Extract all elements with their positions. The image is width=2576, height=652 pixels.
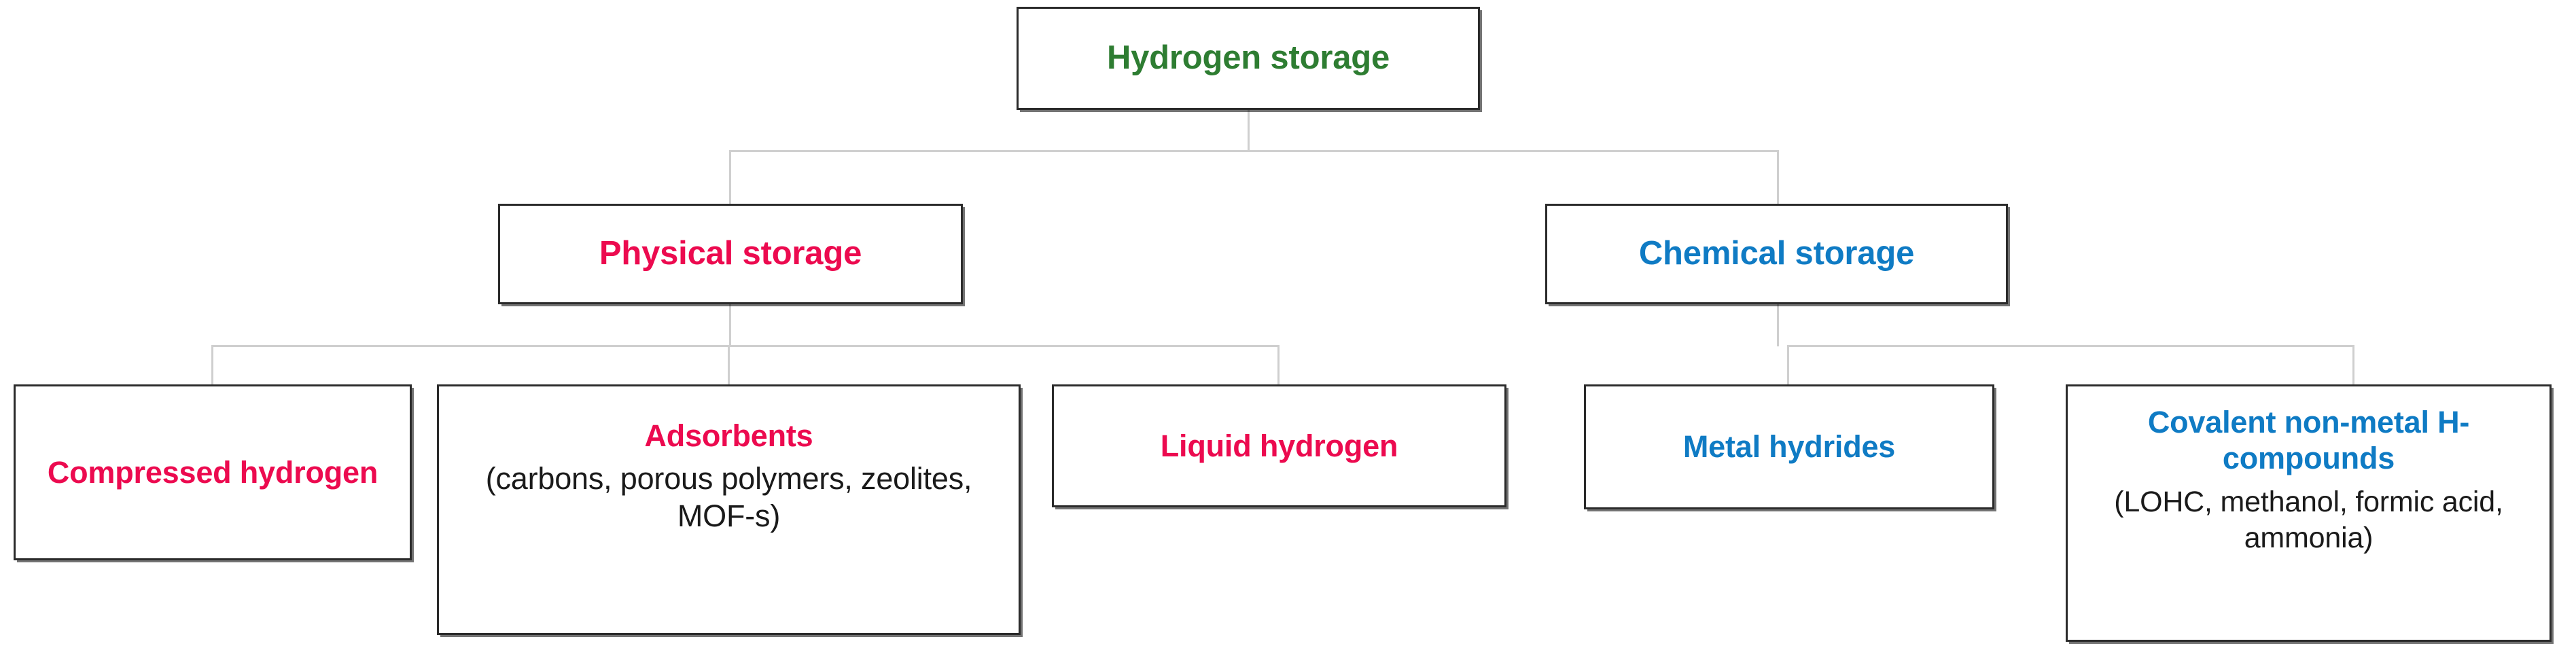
node-adsorbents-label: Adsorbents <box>644 418 813 453</box>
connector-chemical-bus <box>1787 345 2354 347</box>
node-metal-hydrides-label: Metal hydrides <box>1682 429 1896 465</box>
node-physical-storage[interactable]: Physical storage <box>498 204 963 304</box>
node-liquid-hydrogen-label: Liquid hydrogen <box>1160 428 1398 463</box>
node-liquid-hydrogen[interactable]: Liquid hydrogen <box>1052 384 1506 507</box>
node-covalent-non-metal-h-compounds-sublabel: (LOHC, methanol, formic acid, ammonia) <box>2114 486 2503 554</box>
connector-root-stem <box>1248 110 1250 151</box>
node-adsorbents-sublabel: (carbons, porous polymers, zeolites, MOF… <box>485 461 972 533</box>
connector-physical-stem <box>729 304 731 346</box>
connector-to-compressed <box>211 345 213 386</box>
connector-to-covalent <box>2352 345 2354 386</box>
connector-chemical-stem <box>1777 304 1779 346</box>
node-physical-storage-label: Physical storage <box>599 235 862 272</box>
connector-level2-bus <box>729 150 1779 152</box>
node-chemical-storage-label: Chemical storage <box>1638 235 1915 272</box>
node-chemical-storage[interactable]: Chemical storage <box>1545 204 2008 304</box>
connector-to-physical <box>729 150 731 205</box>
node-hydrogen-storage[interactable]: Hydrogen storage <box>1017 7 1480 110</box>
connector-physical-bus <box>211 345 1280 347</box>
node-compressed-hydrogen-label: Compressed hydrogen <box>47 454 378 490</box>
connector-to-adsorbents <box>728 345 730 386</box>
node-compressed-hydrogen[interactable]: Compressed hydrogen <box>14 384 412 560</box>
connector-to-liquid <box>1277 345 1280 386</box>
node-metal-hydrides[interactable]: Metal hydrides <box>1584 384 1994 509</box>
connector-to-metal <box>1787 345 1789 386</box>
node-covalent-non-metal-h-compounds[interactable]: Covalent non-metal H-compounds (LOHC, me… <box>2066 384 2552 642</box>
connector-to-chemical <box>1777 150 1779 205</box>
node-covalent-non-metal-h-compounds-label: Covalent non-metal H-compounds <box>2147 405 2470 476</box>
node-hydrogen-storage-label: Hydrogen storage <box>1106 39 1390 77</box>
node-adsorbents[interactable]: Adsorbents (carbons, porous polymers, ze… <box>437 384 1021 635</box>
